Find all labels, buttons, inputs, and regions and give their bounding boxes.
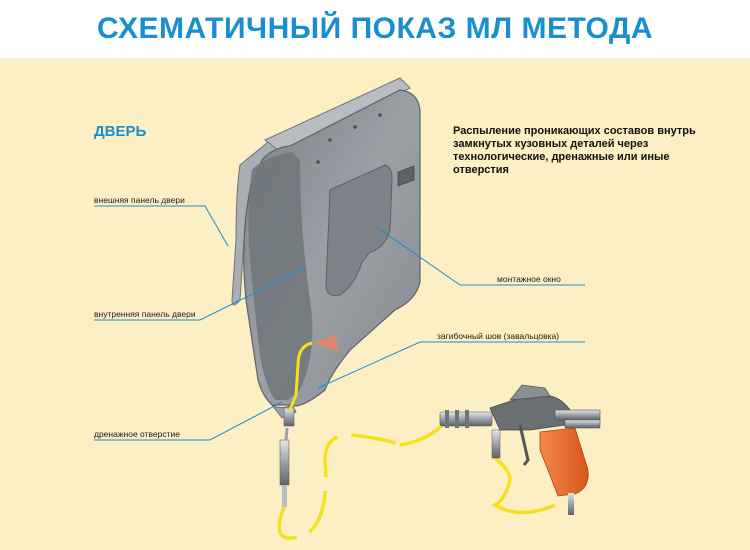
spray-gun — [439, 384, 601, 515]
door-heading: ДВЕРЬ — [94, 123, 147, 140]
label-hem-seam: загибочный шов (завальцовка) — [437, 331, 560, 341]
label-mounting-window: монтажное окно — [497, 274, 561, 284]
spray-hose — [277, 420, 556, 540]
door-body — [231, 77, 421, 427]
label-inner-panel: внутренняя панель двери — [94, 309, 196, 319]
label-outer-panel: внешняя панель двери — [94, 195, 185, 205]
method-description: Распыление проникающих составов внутрь з… — [453, 125, 696, 176]
label-drain-hole: дренажное отверстие — [94, 429, 180, 439]
probe-inside — [288, 341, 313, 411]
page-title: СХЕМАТИЧНЫЙ ПОКАЗ МЛ МЕТОДА — [96, 12, 654, 45]
leader-lines — [94, 205, 585, 441]
